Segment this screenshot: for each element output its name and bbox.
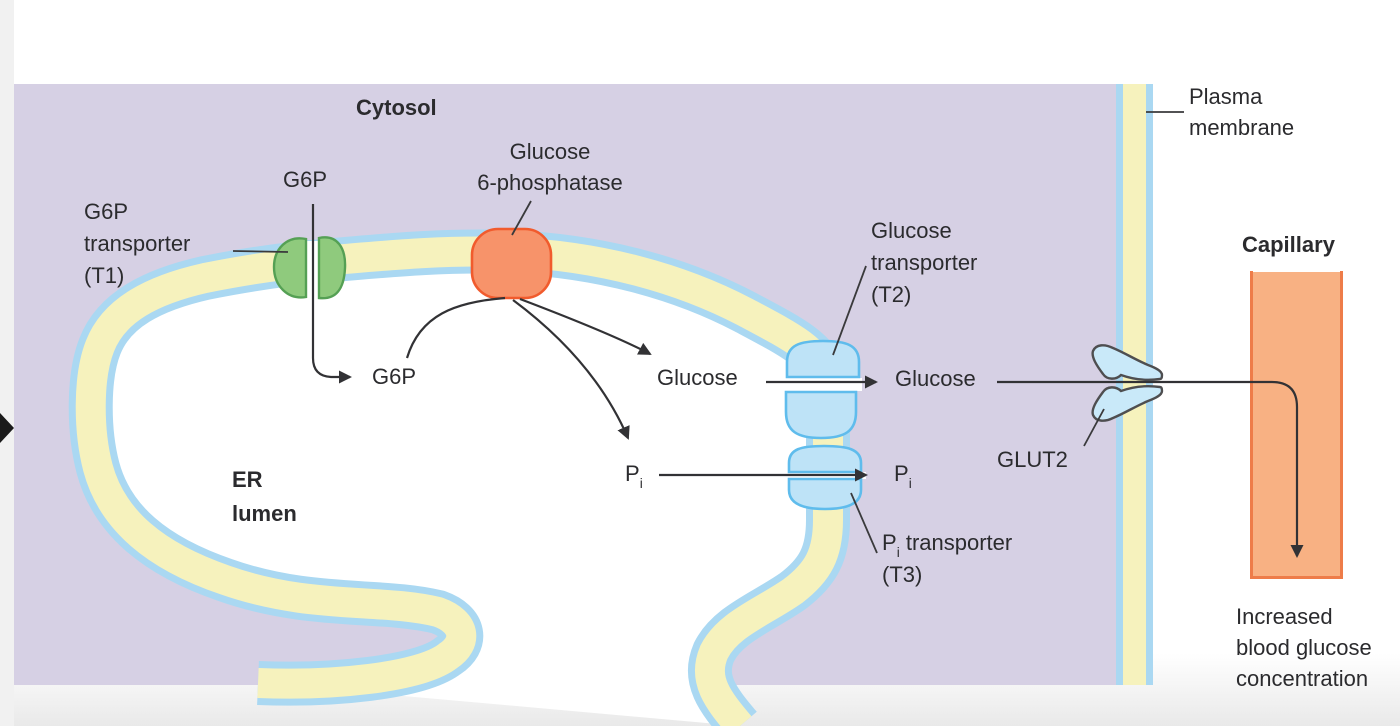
pi-transporter-t3-lower-shape	[787, 477, 863, 511]
g6p-transporter-t1-left-shape	[272, 237, 308, 299]
g6p-cytosol-label: G6P	[283, 167, 328, 192]
leader-t2-label	[832, 265, 867, 356]
glucose-transporter-t2-lower-shape	[784, 390, 858, 440]
arrow-glucose-through-glut2-to-capillary	[997, 380, 1304, 558]
plasma-membrane-label: Plasma membrane	[1189, 84, 1295, 140]
capillary-label: Capillary	[1242, 232, 1335, 257]
g6p-lumen-label: G6P	[372, 364, 417, 389]
glucose-transporter-t2-upper-shape	[785, 339, 861, 379]
incoming-flow-arrowhead	[0, 413, 14, 443]
glut2-upper-shape	[1091, 344, 1164, 381]
plasma-membrane	[1123, 84, 1146, 685]
pi-cytosol-label: Pi	[894, 461, 912, 492]
arrow-enzyme-to-glucose	[519, 297, 652, 355]
er-lumen-label: ER lumen	[232, 467, 297, 526]
glut2-lower-shape	[1091, 385, 1164, 422]
glucose-cytosol-label: Glucose	[895, 366, 976, 391]
arrow-g6p-into-lumen	[311, 204, 352, 384]
cytosol-label: Cytosol	[356, 95, 437, 120]
glucose-6-phosphatase-shape	[470, 227, 553, 300]
er-lumen-region	[90, 251, 829, 726]
g6p-transporter-t1-right-shape	[317, 236, 347, 300]
pi-transporter-t3-upper-shape	[787, 444, 863, 474]
leader-enzyme-label	[511, 200, 532, 236]
leader-t3-label	[850, 492, 878, 554]
pi-transporter-t3-label: Pi transporter (T3)	[882, 530, 1013, 587]
increased-blood-glucose-label: Increased blood glucose concentration	[1236, 604, 1372, 691]
g6p-transporter-t1-label: G6P transporter (T1)	[84, 199, 191, 288]
leader-glut2-label	[1083, 408, 1105, 447]
page-edge-strip	[0, 0, 14, 726]
glucose-lumen-label: Glucose	[657, 365, 738, 390]
glut2-label: GLUT2	[997, 447, 1068, 472]
capillary-border	[1250, 271, 1343, 579]
arrow-enzyme-to-pi	[512, 299, 630, 440]
glucose-6-phosphatase-label: Glucose 6-phosphatase	[477, 139, 623, 195]
pi-lumen-label: Pi	[625, 461, 643, 492]
glucose-transporter-t2-label: Glucose transporter (T2)	[871, 218, 978, 307]
arrow-g6p-to-enzyme	[405, 296, 506, 359]
t2-channel-gap	[783, 378, 862, 391]
leader-t1-label	[232, 250, 289, 253]
